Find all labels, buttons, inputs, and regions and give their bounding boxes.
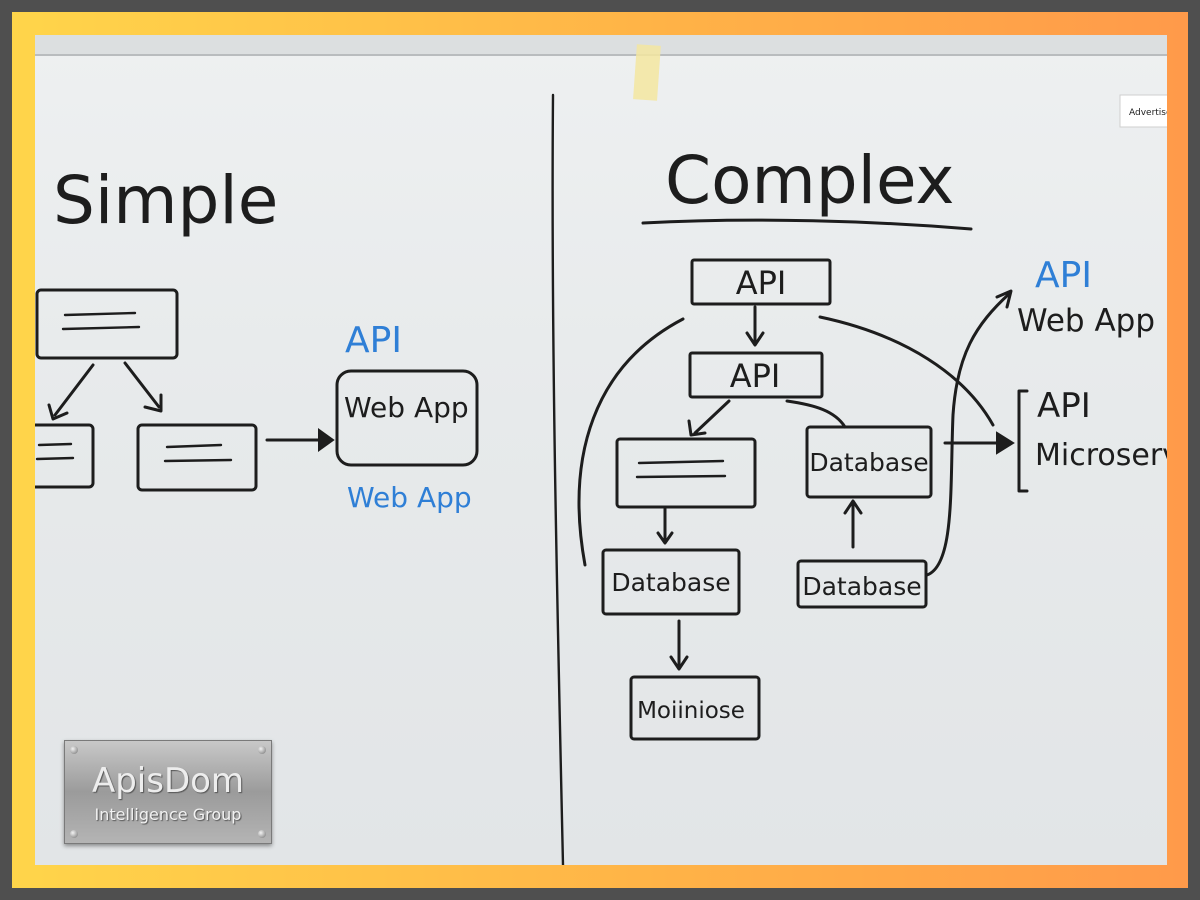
complex-database-right-box xyxy=(805,425,933,499)
simple-middle-box-line-1 xyxy=(165,443,223,449)
complex-database-left-box xyxy=(601,548,741,616)
complex-api-top-label: API xyxy=(736,264,787,302)
rivet-icon xyxy=(70,746,78,754)
complex-database-bottom-right-box xyxy=(796,559,928,609)
arrow-db-bottom-to-db-right-head xyxy=(843,499,863,515)
whiteboard-drawing: Advertise Simple API Web App Web App Com… xyxy=(35,35,1167,865)
simple-left-box-line-1 xyxy=(37,442,73,447)
curve-api-top-to-microservice xyxy=(818,315,995,427)
divider-line xyxy=(551,93,565,865)
simple-heading: Simple xyxy=(53,162,278,239)
complex-database-right-label: Database xyxy=(809,448,928,477)
complex-api-mid-box xyxy=(688,351,824,399)
complex-api-black-label: API xyxy=(1037,386,1091,426)
simple-webapp-caption: Web App xyxy=(347,481,472,514)
complex-heading: Complex xyxy=(665,142,955,219)
curve-api-top-left xyxy=(577,317,685,567)
arrow-api-mid-to-list-head xyxy=(687,419,707,437)
complex-list-box xyxy=(615,437,757,509)
curve-database-to-webapp xyxy=(925,291,1012,577)
complex-list-box-line-2 xyxy=(635,474,727,479)
simple-left-box xyxy=(35,423,95,489)
arrow-database-to-microservice-head xyxy=(996,431,1015,455)
complex-api-mid-label: API xyxy=(730,357,781,395)
simple-webapp-box xyxy=(335,369,479,467)
curve-database-to-webapp-head xyxy=(995,289,1013,309)
rivet-icon xyxy=(258,830,266,838)
simple-arrow-right xyxy=(123,361,161,409)
complex-list-box-line-1 xyxy=(637,459,725,465)
logo-subtitle: Intelligence Group xyxy=(94,805,242,824)
complex-database-left-label: Database xyxy=(611,568,730,597)
complex-webapp-label: Web App xyxy=(1017,303,1155,339)
simple-top-box-line-1 xyxy=(63,311,137,317)
simple-middle-box-line-2 xyxy=(163,458,233,463)
microservice-bracket xyxy=(1017,389,1029,493)
simple-arrow-right-head xyxy=(143,393,163,413)
simple-left-box-line-2 xyxy=(35,456,75,461)
arrow-api-mid-to-database xyxy=(785,399,847,429)
corner-note-text: Advertise xyxy=(1129,108,1167,118)
arrow-list-to-database-head xyxy=(656,531,674,545)
rivet-icon xyxy=(258,746,266,754)
simple-top-box-line-2 xyxy=(61,325,141,331)
complex-bottom-label: Moiiniose xyxy=(637,698,745,724)
arrow-api-mid-to-list xyxy=(693,399,731,435)
complex-api-top-box xyxy=(690,258,832,306)
complex-api-blue-label: API xyxy=(1035,255,1092,296)
logo-badge: ApisDom Intelligence Group xyxy=(64,740,272,844)
arrow-database-to-bottom-head xyxy=(669,655,689,671)
board-tray xyxy=(35,35,1167,55)
complex-heading-underline xyxy=(641,218,973,231)
whiteboard: Advertise Simple API Web App Web App Com… xyxy=(35,35,1167,865)
complex-microservice-label: Microservi xyxy=(1035,438,1167,473)
logo-title: ApisDom xyxy=(91,761,245,801)
simple-arrow-left-head xyxy=(47,403,69,421)
complex-bottom-box xyxy=(629,675,761,741)
complex-database-bottom-right-label: Database xyxy=(802,572,921,601)
simple-top-box xyxy=(35,288,179,360)
simple-arrow-left xyxy=(53,363,95,417)
arrow-api-top-to-mid-head xyxy=(745,331,765,347)
simple-webapp-box-label: Web App xyxy=(344,391,469,424)
simple-middle-box xyxy=(136,423,258,492)
simple-api-label: API xyxy=(345,320,402,361)
corner-note xyxy=(1119,94,1167,128)
tape-strip xyxy=(633,44,661,101)
simple-arrow-to-webapp-head xyxy=(318,428,335,452)
rivet-icon xyxy=(70,830,78,838)
